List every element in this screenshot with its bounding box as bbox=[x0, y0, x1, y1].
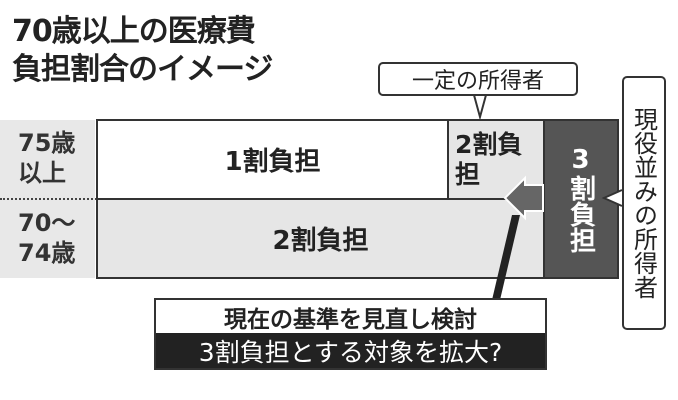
cell-two-tenth-70: 2割負担 bbox=[98, 198, 543, 277]
row-label-75: 75歳 以上 bbox=[18, 128, 93, 188]
row-label-70: 70〜 74歳 bbox=[18, 208, 93, 268]
row-label-70-line2: 74歳 bbox=[18, 239, 76, 267]
title-line1: 70歳以上の医療費 bbox=[12, 14, 256, 49]
row-label-75-line2: 以上 bbox=[18, 159, 66, 187]
callout-certain-income: 一定の所得者 bbox=[378, 62, 578, 96]
note-line2: 3割負担とする対象を拡大? bbox=[156, 333, 545, 368]
cell-one-tenth: 1割負担 bbox=[98, 121, 447, 198]
row-label-75-line1: 75歳 bbox=[18, 129, 76, 157]
row-divider bbox=[0, 198, 97, 200]
row-label-70-line1: 70〜 bbox=[18, 209, 76, 237]
note-line1: 現在の基準を見直し検討 bbox=[224, 305, 477, 333]
callout-pointer bbox=[473, 94, 487, 121]
title-line2: 負担割合のイメージ bbox=[12, 52, 273, 87]
note-box: 現在の基準を見直し検討 3割負担とする対象を拡大? bbox=[154, 298, 547, 370]
pointer-line bbox=[492, 215, 520, 300]
callout-pointer-right bbox=[601, 189, 623, 207]
callout-working-level-income: 現役並みの所得者 bbox=[622, 76, 666, 330]
left-arrow-icon bbox=[503, 175, 544, 221]
